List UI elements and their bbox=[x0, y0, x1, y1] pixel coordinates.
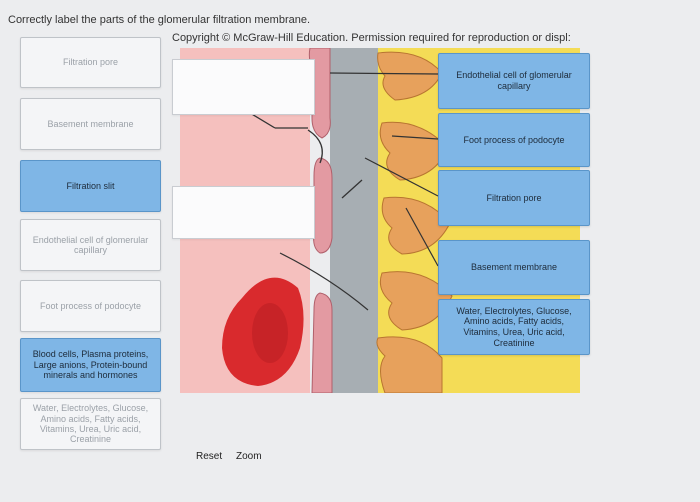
source-label-blood-cells[interactable]: Blood cells, Plasma proteins, Large anio… bbox=[20, 338, 161, 392]
placed-label-text: Endothelial cell of glomerular capillary bbox=[456, 70, 572, 91]
source-label-text: Water, Electrolytes, Glucose, Amino acid… bbox=[32, 403, 149, 445]
copyright-text: Copyright © McGraw-Hill Education. Permi… bbox=[172, 32, 571, 44]
zoom-button[interactable]: Zoom bbox=[236, 451, 262, 462]
instruction-text: Correctly label the parts of the glomeru… bbox=[8, 14, 311, 26]
placed-label-filtration-pore[interactable]: Filtration pore bbox=[438, 170, 590, 226]
source-label-water-electrolytes[interactable]: Water, Electrolytes, Glucose, Amino acid… bbox=[20, 398, 161, 450]
source-label-text: Blood cells, Plasma proteins, Large anio… bbox=[32, 349, 149, 381]
leader-line-1 bbox=[329, 72, 439, 75]
source-label-endothelial-cell[interactable]: Endothelial cell of glomerular capillary bbox=[20, 219, 161, 271]
placed-label-endothelial-cell[interactable]: Endothelial cell of glomerular capillary bbox=[438, 53, 590, 109]
endothelial-cell-middle bbox=[313, 157, 333, 254]
source-label-text: Filtration pore bbox=[62, 57, 119, 68]
source-label-text: Foot process of podocyte bbox=[39, 300, 142, 311]
source-label-text: Filtration slit bbox=[66, 180, 115, 191]
filtration-pore-arc bbox=[307, 129, 323, 164]
drop-target-1[interactable] bbox=[172, 59, 315, 115]
foot-process-4 bbox=[379, 271, 453, 331]
leader-line-7 bbox=[341, 179, 363, 199]
placed-label-text: Foot process of podocyte bbox=[463, 134, 565, 145]
endothelial-cell-lower bbox=[311, 292, 333, 393]
source-label-foot-process[interactable]: Foot process of podocyte bbox=[20, 280, 161, 332]
basement-membrane-layer bbox=[330, 48, 378, 393]
drop-target-2[interactable] bbox=[172, 186, 315, 239]
leader-line-3 bbox=[364, 157, 439, 197]
placed-label-water-electrolytes[interactable]: Water, Electrolytes, Glucose, Amino acid… bbox=[438, 299, 590, 355]
reset-button[interactable]: Reset bbox=[196, 451, 223, 462]
foot-process-5 bbox=[376, 336, 443, 393]
source-label-filtration-slit[interactable]: Filtration slit bbox=[20, 160, 161, 212]
placed-label-text: Basement membrane bbox=[470, 262, 558, 273]
placed-label-text: Water, Electrolytes, Glucose, Amino acid… bbox=[456, 305, 572, 348]
leader-line-2 bbox=[391, 135, 439, 140]
leader-line-5 bbox=[249, 112, 276, 129]
foot-process-1 bbox=[377, 51, 443, 101]
source-label-text: Endothelial cell of glomerular capillary bbox=[32, 234, 149, 255]
placed-label-foot-process[interactable]: Foot process of podocyte bbox=[438, 113, 590, 167]
leader-line-8 bbox=[279, 252, 369, 311]
leader-line-4 bbox=[405, 207, 439, 267]
source-label-filtration-pore[interactable]: Filtration pore bbox=[20, 37, 161, 88]
placed-label-text: Filtration pore bbox=[486, 192, 542, 203]
placed-label-basement-membrane[interactable]: Basement membrane bbox=[438, 240, 590, 295]
source-label-basement-membrane[interactable]: Basement membrane bbox=[20, 98, 161, 150]
source-label-text: Basement membrane bbox=[47, 118, 134, 129]
